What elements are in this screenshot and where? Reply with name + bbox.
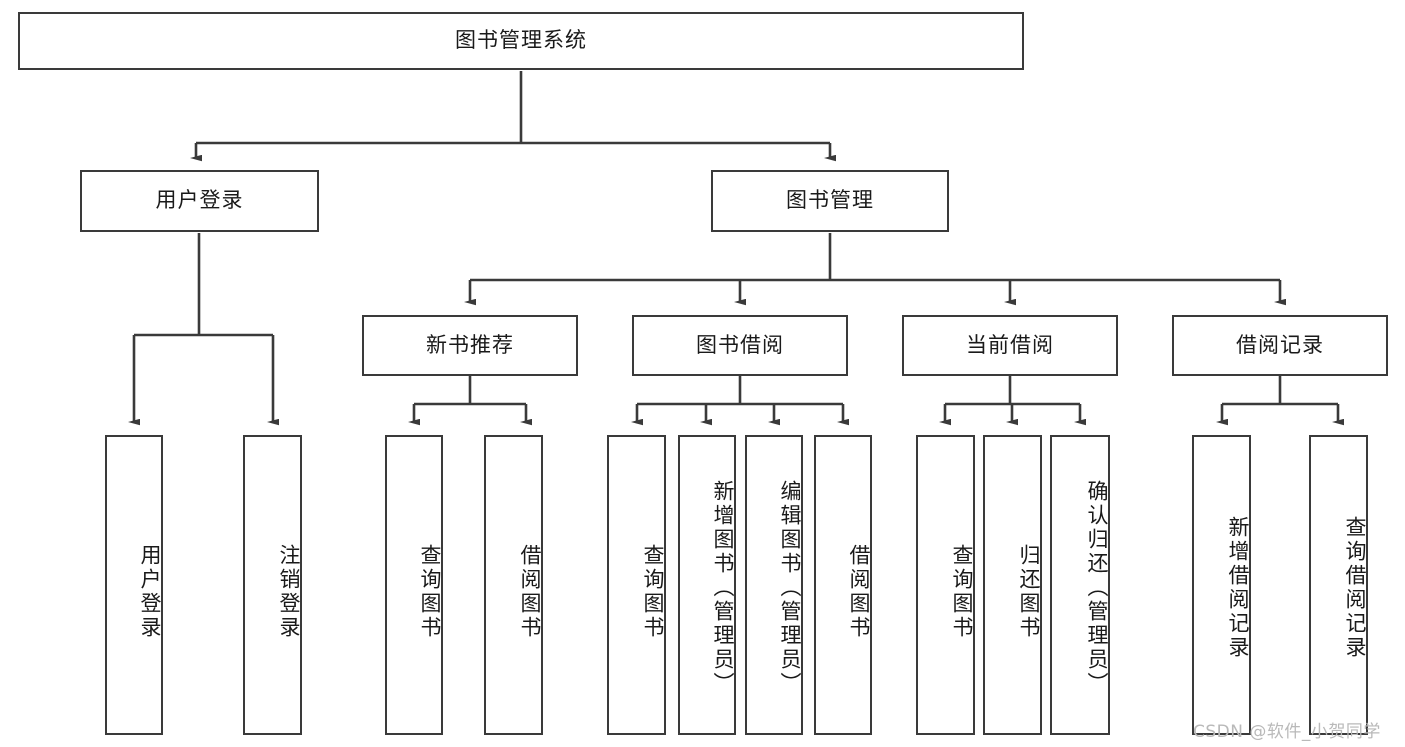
leaf-current-confirm-return-label: 确认归还（管理员） [1085,480,1109,696]
leaf-borrow-borrow-book[interactable]: 借阅图书 [814,435,872,735]
leaf-records-add-record-label: 新增借阅记录 [1226,516,1250,660]
leaf-newbook-borrow-book[interactable]: 借阅图书 [484,435,543,735]
node-root-label: 图书管理系统 [455,28,587,53]
leaf-borrow-add-book[interactable]: 新增图书（管理员） [678,435,736,735]
leaf-current-return-book-label: 归还图书 [1017,544,1041,640]
node-book-borrow[interactable]: 图书借阅 [632,315,848,376]
node-user-login-label: 用户登录 [155,188,244,213]
node-borrow-records-label: 借阅记录 [1236,332,1324,357]
leaf-current-confirm-return[interactable]: 确认归还（管理员） [1050,435,1110,735]
leaf-records-add-record[interactable]: 新增借阅记录 [1192,435,1251,735]
node-current-borrow-label: 当前借阅 [966,332,1054,357]
node-book-management-label: 图书管理 [786,188,874,213]
leaf-logout[interactable]: 注销登录 [243,435,302,735]
leaf-borrow-query-book[interactable]: 查询图书 [607,435,666,735]
leaf-user-login[interactable]: 用户登录 [105,435,163,735]
node-user-login[interactable]: 用户登录 [80,170,319,232]
leaf-logout-label: 注销登录 [277,544,301,640]
leaf-current-query-book[interactable]: 查询图书 [916,435,975,735]
node-new-book-recommend-label: 新书推荐 [426,332,514,357]
leaf-borrow-add-book-label: 新增图书（管理员） [711,480,735,696]
node-book-management[interactable]: 图书管理 [711,170,949,232]
leaf-borrow-edit-book[interactable]: 编辑图书（管理员） [745,435,803,735]
node-borrow-records[interactable]: 借阅记录 [1172,315,1388,376]
leaf-current-return-book[interactable]: 归还图书 [983,435,1042,735]
watermark-text: CSDN @软件_小贺同学 [1193,722,1381,742]
leaf-newbook-borrow-book-label: 借阅图书 [518,544,542,640]
node-root[interactable]: 图书管理系统 [18,12,1024,70]
leaf-borrow-borrow-book-label: 借阅图书 [847,544,871,640]
leaf-newbook-query-book[interactable]: 查询图书 [385,435,443,735]
watermark: CSDN @软件_小贺同学 [1193,717,1381,742]
node-book-borrow-label: 图书借阅 [696,332,784,357]
leaf-current-query-book-label: 查询图书 [950,544,974,640]
node-current-borrow[interactable]: 当前借阅 [902,315,1118,376]
leaf-borrow-edit-book-label: 编辑图书（管理员） [778,480,802,696]
node-new-book-recommend[interactable]: 新书推荐 [362,315,578,376]
leaf-newbook-query-book-label: 查询图书 [418,544,442,640]
leaf-borrow-query-book-label: 查询图书 [641,544,665,640]
leaf-user-login-label: 用户登录 [138,544,162,640]
leaf-records-query-record-label: 查询借阅记录 [1343,516,1367,660]
leaf-records-query-record[interactable]: 查询借阅记录 [1309,435,1368,735]
